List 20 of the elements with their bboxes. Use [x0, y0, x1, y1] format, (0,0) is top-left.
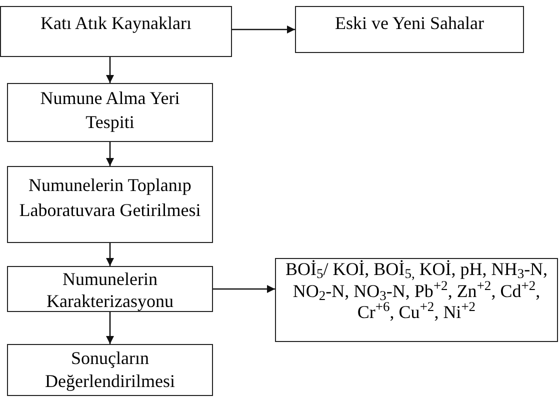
- process-box: [7, 166, 213, 243]
- arrow: [232, 26, 295, 34]
- step-label: Katı Atık Kaynakları: [40, 12, 192, 35]
- arrow: [106, 312, 114, 344]
- arrow: [106, 142, 114, 166]
- step-label: Eski ve Yeni Sahalar: [335, 12, 484, 35]
- process-box: [7, 83, 213, 142]
- arrow: [106, 57, 114, 83]
- process-box: [295, 6, 524, 53]
- step-label: Numunelerin Toplanıp Laboratuvara Getirilmesi: [18, 174, 202, 222]
- process-box: [7, 266, 213, 312]
- step-label: Numune Alma Yeri Tespiti: [39, 87, 181, 134]
- step-label: Sonuçların Değerlendirilmesi: [44, 347, 176, 393]
- process-box: [0, 6, 232, 57]
- arrow: [213, 285, 275, 293]
- step-label: Numunelerin Karakterizasyonu: [46, 268, 174, 312]
- process-box: [7, 344, 213, 396]
- process-box: [275, 258, 558, 342]
- arrow: [106, 243, 114, 266]
- step-label: BOİ$_{5}$/ KOİ, BOİ$_{5,}$ KOİ, pH, NH$_{3}$-N, NO$_{2}$-N, NO$_{3}$-N, Pb$^{+2}$, Zn$^{+2}$, Cd$^{+2}$, Cr$^{+6}$, Cu$^{+2}$, Ni$^{+2}$: [284, 259, 549, 324]
